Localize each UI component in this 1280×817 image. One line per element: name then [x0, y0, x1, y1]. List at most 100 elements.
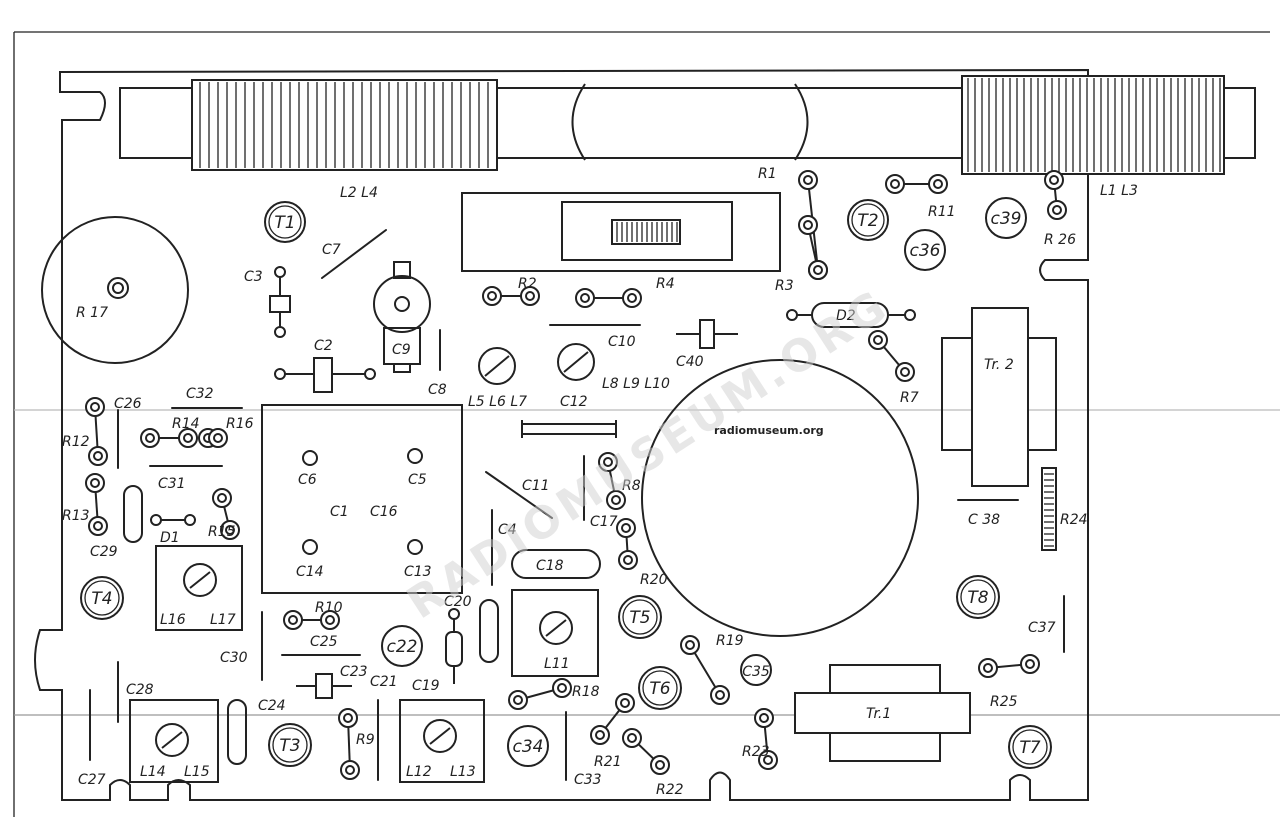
- coil-L2-L4: [191, 79, 498, 171]
- if-transformer-L16-L17: [155, 545, 243, 631]
- label-R21: R21: [594, 754, 622, 770]
- label-R10: R10: [315, 600, 343, 616]
- capacitor-C7: [321, 229, 387, 279]
- label-R15: R15: [208, 524, 236, 540]
- label-C35: C35: [742, 664, 770, 680]
- label-C22: c22: [387, 637, 418, 657]
- label-C19: C19: [412, 678, 440, 694]
- label-C7: C7: [322, 242, 341, 258]
- label-C40: C40: [676, 354, 704, 370]
- coil-core-L5-L7: [478, 347, 516, 385]
- label-R24: R24: [1060, 512, 1088, 528]
- label-R2: R2: [518, 276, 537, 292]
- label-L5-L7: L5 L6 L7: [468, 394, 527, 410]
- label-R23: R23: [742, 744, 770, 760]
- capacitor-C40: [676, 319, 738, 349]
- label-C31: C31: [158, 476, 186, 492]
- resistor-R2: [482, 286, 540, 306]
- label-C11: C11: [522, 478, 550, 494]
- capacitor-C35: C35: [740, 654, 772, 686]
- label-C4: C4: [498, 522, 517, 538]
- label-C37: C37: [1028, 620, 1056, 636]
- transformer-Tr2: [941, 307, 1057, 487]
- diode-D2: [786, 302, 916, 328]
- resistor-R16: [198, 428, 228, 448]
- label-R19: R19: [716, 633, 744, 649]
- mounting-slot: [227, 699, 247, 765]
- if-transformer-L14-L15: [129, 699, 219, 783]
- label-C2: C2: [314, 338, 333, 354]
- label-C17: C17: [590, 514, 618, 530]
- label-L13: L13: [450, 764, 476, 780]
- potentiometer-R17: [41, 216, 189, 364]
- capacitor-C18: [511, 549, 601, 579]
- label-R3: R3: [775, 278, 794, 294]
- label-R22: R22: [656, 782, 684, 798]
- resistor-R23: [754, 708, 778, 770]
- label-C14: C14: [296, 564, 324, 580]
- label-C20: C20: [444, 594, 472, 610]
- label-T1: T1: [274, 213, 295, 233]
- resistor-R7: [868, 330, 915, 382]
- label-C8: C8: [428, 382, 447, 398]
- label-L2-L4: L2 L4: [340, 185, 378, 201]
- label-C13: C13: [404, 564, 432, 580]
- label-C12: C12: [560, 394, 588, 410]
- label-C25: C25: [310, 634, 338, 650]
- label-R16: R16: [226, 416, 254, 432]
- resistor-R3: [798, 215, 828, 280]
- label-L1-L3: L1 L3: [1100, 183, 1138, 199]
- label-C10: C10: [608, 334, 636, 350]
- label-C3: C3: [244, 269, 263, 285]
- ferrite-rod: [119, 87, 1256, 159]
- resistor-R20: [616, 518, 638, 570]
- mounting-slot: [479, 599, 499, 663]
- label-R14: R14: [172, 416, 200, 432]
- label-C5: C5: [408, 472, 427, 488]
- label-L11: L11: [544, 656, 570, 672]
- label-T3: T3: [279, 736, 300, 756]
- resistor-R11: [885, 174, 948, 194]
- label-C18: C18: [536, 558, 564, 574]
- label-R20: R20: [640, 572, 668, 588]
- resistor-R9: [338, 708, 360, 780]
- resistor-R21: [590, 693, 635, 745]
- transistor-T1: T1: [264, 201, 306, 243]
- capacitor-C22: c22: [381, 625, 423, 667]
- transistor-T5: T5: [618, 595, 662, 639]
- label-C24: C24: [258, 698, 286, 714]
- watermark-site: radiomuseum.org: [714, 424, 824, 437]
- label-T4: T4: [91, 589, 112, 609]
- label-R7: R7: [900, 390, 919, 406]
- label-L16: L16: [160, 612, 186, 628]
- resistor-R26: [1044, 170, 1067, 220]
- label-C27: C27: [78, 772, 106, 788]
- resistor-R4: [575, 288, 642, 308]
- label-L15: L15: [184, 764, 210, 780]
- label-R8: R8: [622, 478, 641, 494]
- label-R11: R11: [928, 204, 956, 220]
- label-T2: T2: [857, 211, 878, 231]
- capacitor-C3: [269, 266, 291, 338]
- label-T6: T6: [649, 679, 670, 699]
- label-C23: C23: [340, 664, 368, 680]
- label-R17: R 17: [76, 305, 108, 321]
- if-transformer-L12-L13: [399, 699, 485, 783]
- resistor-R24: [1041, 467, 1057, 551]
- label-C36: c36: [910, 241, 941, 261]
- transformer-Tr1: [794, 664, 971, 762]
- diode-D1: [150, 514, 196, 526]
- transistor-T8: T8: [956, 575, 1000, 619]
- label-C16: C16: [370, 504, 398, 520]
- label-R4: R4: [656, 276, 675, 292]
- resistor-R19: [680, 635, 730, 705]
- coil-L7-bar: [521, 420, 617, 438]
- label-C39: c39: [991, 209, 1022, 229]
- label-L8-L10: L8 L9 L10: [602, 376, 670, 392]
- label-R26: R 26: [1044, 232, 1076, 248]
- label-Tr1: Tr.1: [866, 706, 891, 722]
- resistor-R12: [85, 397, 108, 466]
- resistor-R10: [283, 610, 340, 630]
- label-C6: C6: [298, 472, 317, 488]
